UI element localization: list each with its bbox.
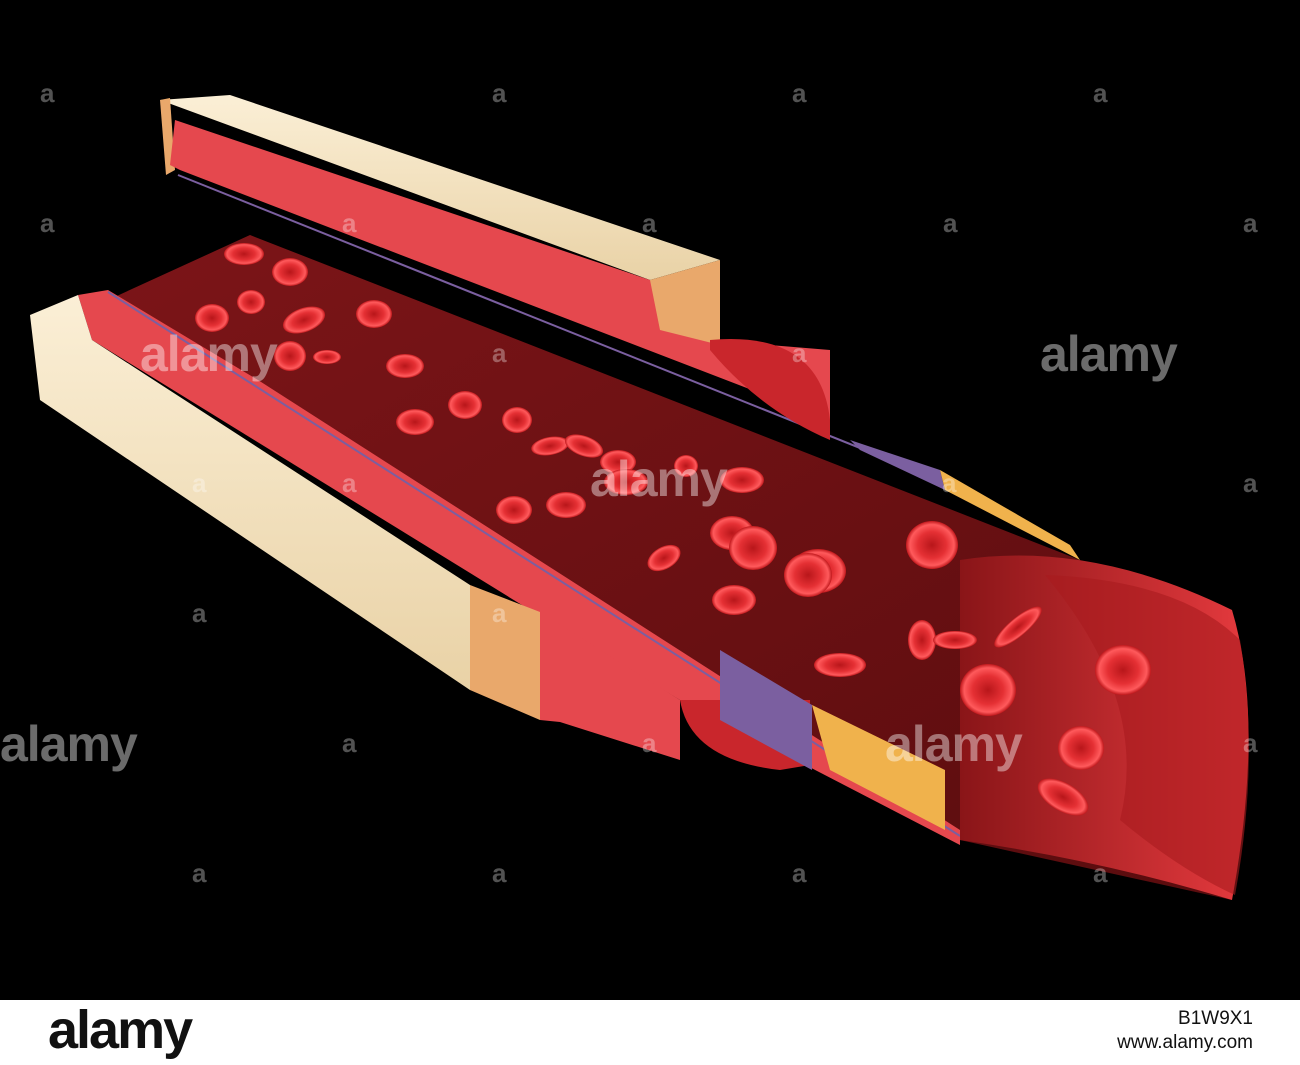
blood-cell [496, 496, 532, 524]
blood-cell [282, 306, 326, 334]
footer-url[interactable]: www.alamy.com [1117, 1032, 1253, 1053]
blood-cell [600, 450, 636, 474]
vessel-lumen [108, 235, 1232, 900]
blood-cells [195, 243, 1151, 816]
blood-cell [546, 492, 586, 518]
blood-cell [502, 407, 532, 433]
blood-cell [564, 434, 604, 458]
blood-cell [1037, 778, 1089, 816]
blood-cell [814, 653, 866, 677]
blood-cell [356, 300, 392, 328]
blood-cell [237, 290, 265, 314]
blood-cell [396, 409, 434, 435]
footer-logo: alamy [48, 1000, 193, 1060]
blood-cell [531, 436, 569, 456]
blood-cell [195, 304, 229, 332]
image-id: B1W9X1 [1178, 1008, 1253, 1029]
blood-cell [448, 391, 482, 419]
upper-media-wall [170, 120, 830, 420]
blood-cell [729, 526, 777, 570]
blood-cell [960, 664, 1016, 716]
blood-cell [784, 553, 832, 597]
lower-adventitia [30, 295, 470, 690]
blood-cell [1058, 726, 1104, 770]
blood-cell [224, 243, 264, 265]
blood-cell [674, 455, 698, 477]
blood-cell [647, 544, 681, 572]
blood-cell [994, 606, 1042, 648]
blood-cell [1095, 645, 1151, 695]
blood-cell [712, 585, 756, 615]
blood-cell [313, 350, 341, 364]
blood-vessel-svg [30, 95, 1249, 900]
blood-cell [906, 521, 958, 569]
blood-cell [386, 354, 424, 378]
blood-cell [272, 258, 308, 286]
upper-adventitia [160, 95, 720, 280]
blood-cell [274, 341, 306, 371]
attribution-footer: alamy B1W9X1 www.alamy.com [0, 1000, 1300, 1065]
blood-vessel-illustration: alamy alamy alamy alamy alamy a a a a a … [0, 78, 1258, 900]
blood-cell [933, 631, 977, 649]
blood-cell [604, 469, 648, 495]
blood-cell [720, 467, 764, 493]
blood-cell [908, 620, 936, 660]
